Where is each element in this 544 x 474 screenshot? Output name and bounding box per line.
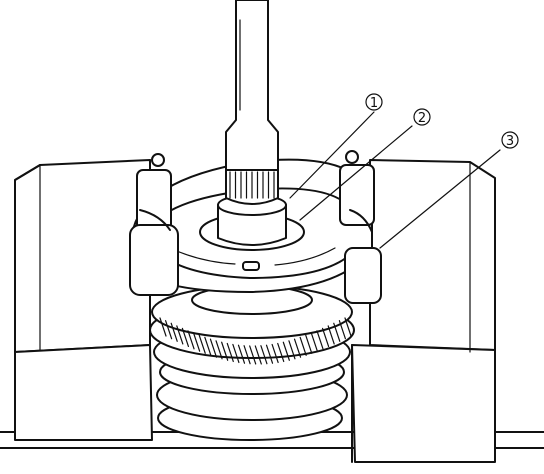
right-support-block [351, 159, 496, 463]
shaft [225, 0, 279, 205]
callout-1-label: 1 [370, 96, 378, 111]
callout-1: 1 [365, 93, 383, 111]
callout-2: 2 [413, 108, 431, 126]
callout-3: 3 [501, 131, 519, 149]
puller-bolts [129, 150, 382, 304]
gear-stack [149, 285, 355, 441]
leader-lines [289, 111, 501, 249]
callout-2-label: 2 [418, 111, 426, 126]
callout-3-label: 3 [506, 134, 514, 149]
left-support-block [14, 159, 153, 441]
